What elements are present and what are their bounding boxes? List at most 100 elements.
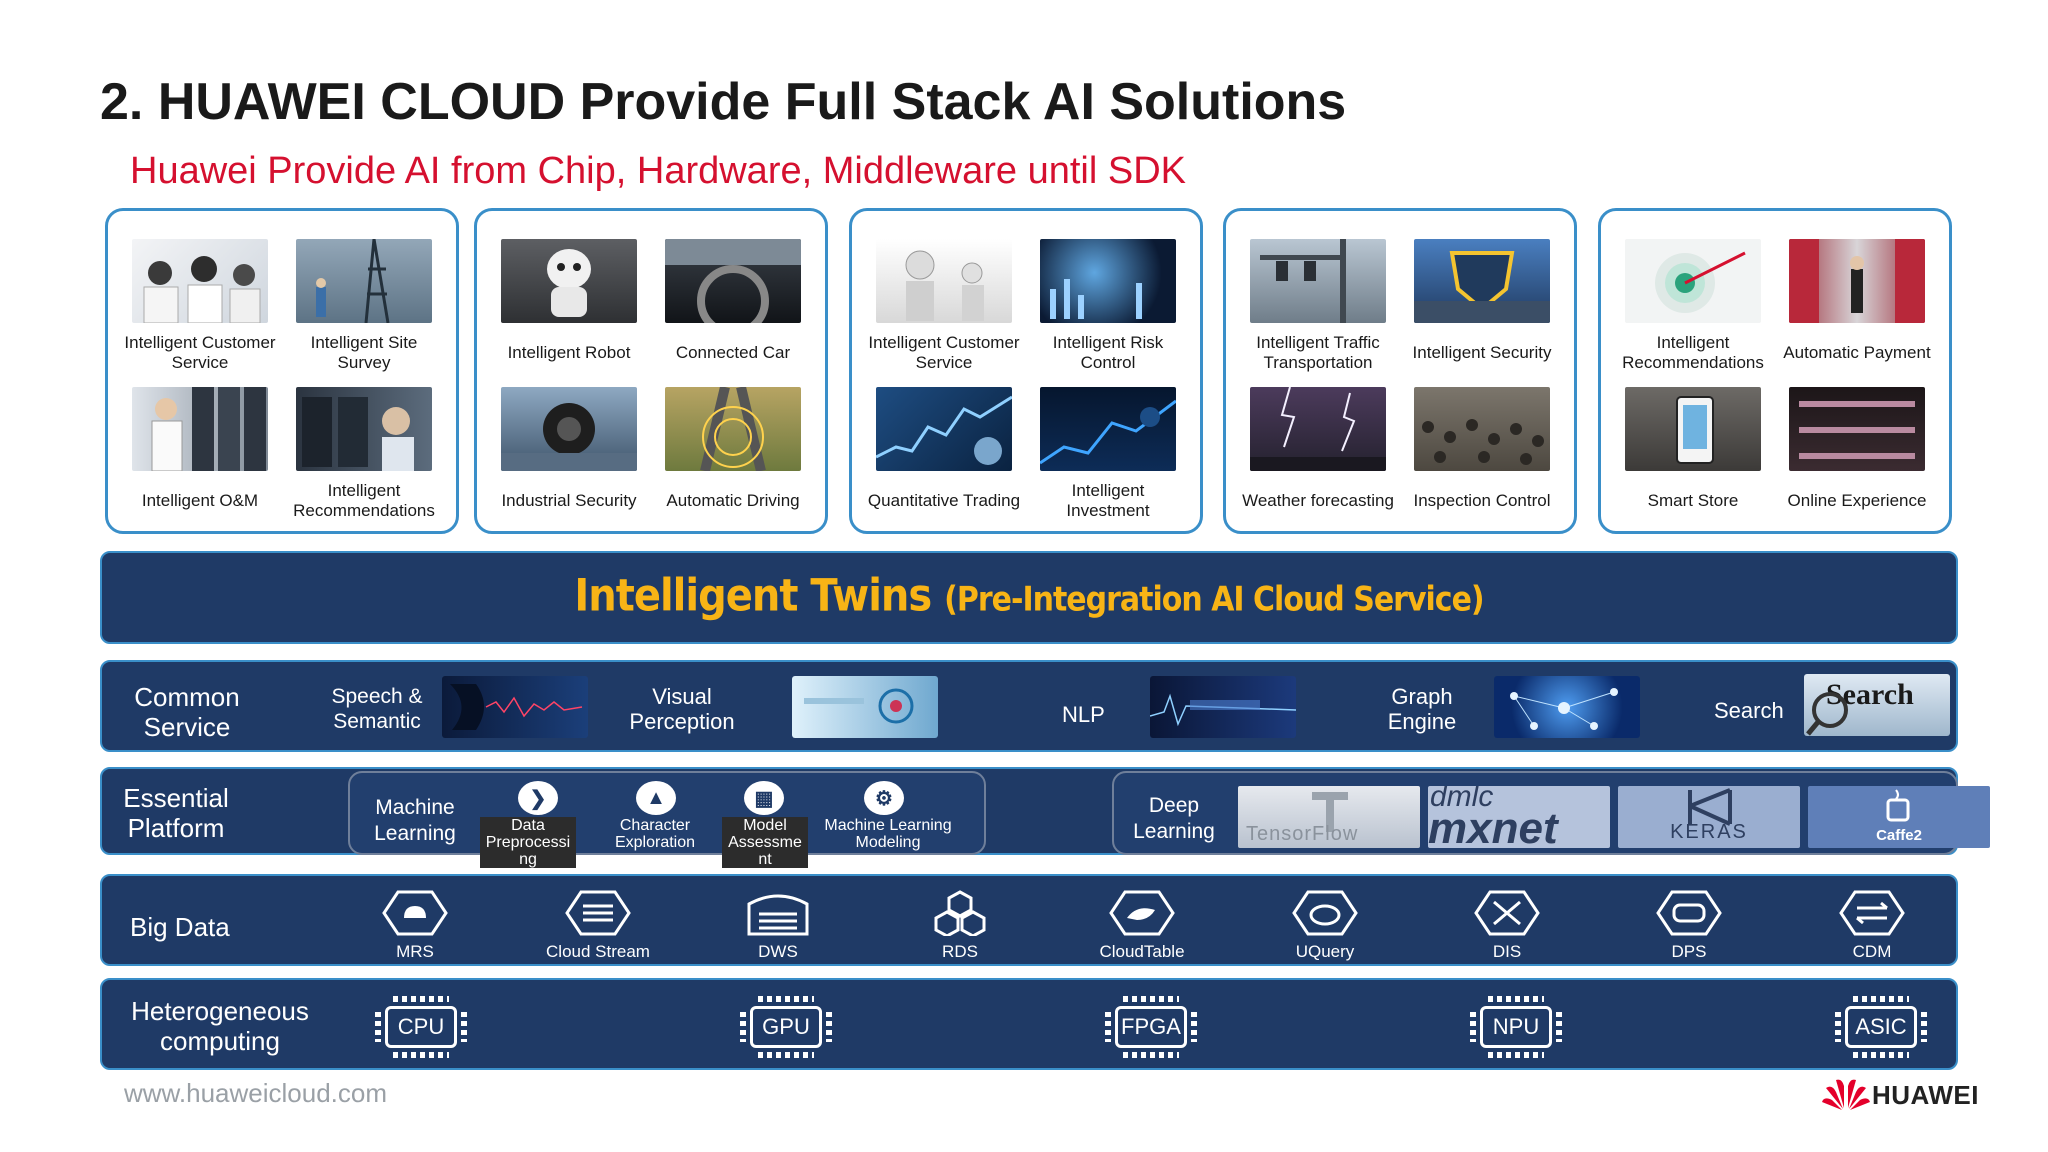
scenario-tile[interactable]: Smart Store (1609, 359, 1777, 515)
dws-label: DWS (758, 942, 798, 961)
tensorflow-text: TensorFlow (1246, 823, 1359, 845)
scenario-tile[interactable]: Automatic Driving (649, 359, 817, 515)
uquery-service[interactable]: UQuery (1245, 890, 1405, 962)
cloudtable-service[interactable]: CloudTable (1062, 890, 1222, 962)
dis-label: DIS (1492, 942, 1522, 961)
caffe2-text: Caffe2 (1876, 827, 1922, 844)
graph-engine-thumb[interactable] (1494, 676, 1640, 738)
dps-icon (1656, 890, 1722, 936)
cloudtable-label: CloudTable (1099, 942, 1185, 961)
big-data-label: Big Data (130, 912, 230, 942)
cpu-chip[interactable]: CPU (375, 996, 467, 1058)
traffic-camera-image (1250, 239, 1386, 323)
risk-control-image (1040, 239, 1176, 323)
keras-text: KERAS (1670, 821, 1748, 843)
mxnet-logo[interactable]: dmlc mxnet (1428, 786, 1610, 848)
cdm-icon (1839, 890, 1905, 936)
cdm-service[interactable]: CDM (1792, 890, 1952, 962)
scenario-caption: Automatic Driving (666, 491, 800, 510)
scenario-caption: Quantitative Trading (867, 491, 1021, 510)
scenario-tile[interactable]: Quantitative Trading (860, 359, 1028, 515)
rds-service[interactable]: RDS (880, 890, 1040, 962)
dps-service[interactable]: DPS (1609, 890, 1769, 962)
scenario-caption: Industrial Security (501, 491, 637, 510)
intelligent-twins-banner: Intelligent Twins (Pre-Integration AI Cl… (100, 551, 1958, 644)
scenario-tile[interactable]: Weather forecasting (1234, 359, 1402, 515)
fpga-chip[interactable]: FPGA (1105, 996, 1197, 1058)
cloud-stream-service[interactable]: Cloud Stream (518, 890, 678, 962)
scenario-tile[interactable]: Intelligent Robot (485, 211, 653, 367)
tensorflow-logo[interactable]: TensorFlow (1238, 786, 1420, 848)
investment-image (1040, 387, 1176, 471)
scenario-caption: Intelligent O&M (141, 491, 259, 510)
crowd-image (1414, 387, 1550, 471)
visual-perception-thumb[interactable] (792, 676, 938, 738)
caffe2-logo[interactable]: Caffe2 (1808, 786, 1990, 848)
dis-service[interactable]: DIS (1427, 890, 1587, 962)
scenario-caption: Intelligent Robot (507, 343, 631, 362)
scenario-tile[interactable]: Connected Car (649, 211, 817, 367)
search-label[interactable]: Search (1714, 698, 1784, 723)
scenario-tile[interactable]: Intelligent Security (1398, 211, 1566, 367)
nlp-thumb[interactable] (1150, 676, 1296, 738)
server-room-image (132, 387, 268, 471)
call-center-image (132, 239, 268, 323)
character-exploration-icon[interactable]: ▲ (636, 781, 676, 815)
lightning-storm-image (1250, 387, 1386, 471)
scenario-tile[interactable]: Inspection Control (1398, 359, 1566, 515)
scenario-tile[interactable]: Industrial Security (485, 359, 653, 515)
scenario-tile[interactable]: Intelligent O&M (116, 359, 284, 515)
search-thumb[interactable]: Search (1804, 674, 1950, 736)
gpu-chip[interactable]: GPU (740, 996, 832, 1058)
scenario-caption: Automatic Payment (1783, 343, 1931, 362)
data-preprocessing-icon[interactable]: ❯ (518, 781, 558, 815)
speech-waveform-thumb[interactable] (442, 676, 588, 738)
keras-logo[interactable]: KERAS (1618, 786, 1800, 848)
model-assessment-icon[interactable]: ▦ (744, 781, 784, 815)
mrs-label: MRS (396, 942, 434, 961)
uquery-label: UQuery (1295, 942, 1355, 961)
intelligent-twins-title: Intelligent Twins (Pre-Integration AI Cl… (574, 570, 1484, 622)
asic-chip[interactable]: ASIC (1835, 996, 1927, 1058)
npu-chip[interactable]: NPU (1470, 996, 1562, 1058)
ml-modeling-icon[interactable]: ⚙ (864, 781, 904, 815)
dws-service[interactable]: DWS (698, 890, 858, 962)
dis-icon (1474, 890, 1540, 936)
huawei-brand-text: HUAWEI (1872, 1080, 1979, 1110)
tower-survey-image (296, 239, 432, 323)
mrs-service[interactable]: MRS (335, 890, 495, 962)
cloudtable-icon (1109, 890, 1175, 936)
dws-icon (747, 894, 809, 936)
gpu-label: GPU (750, 1006, 822, 1048)
speech-semantic-label[interactable]: Speech &Semantic (331, 685, 423, 733)
scenario-tile[interactable]: Automatic Payment (1773, 211, 1941, 367)
nlp-label[interactable]: NLP (1062, 702, 1105, 727)
scenario-tile[interactable]: Online Experience (1773, 359, 1941, 515)
